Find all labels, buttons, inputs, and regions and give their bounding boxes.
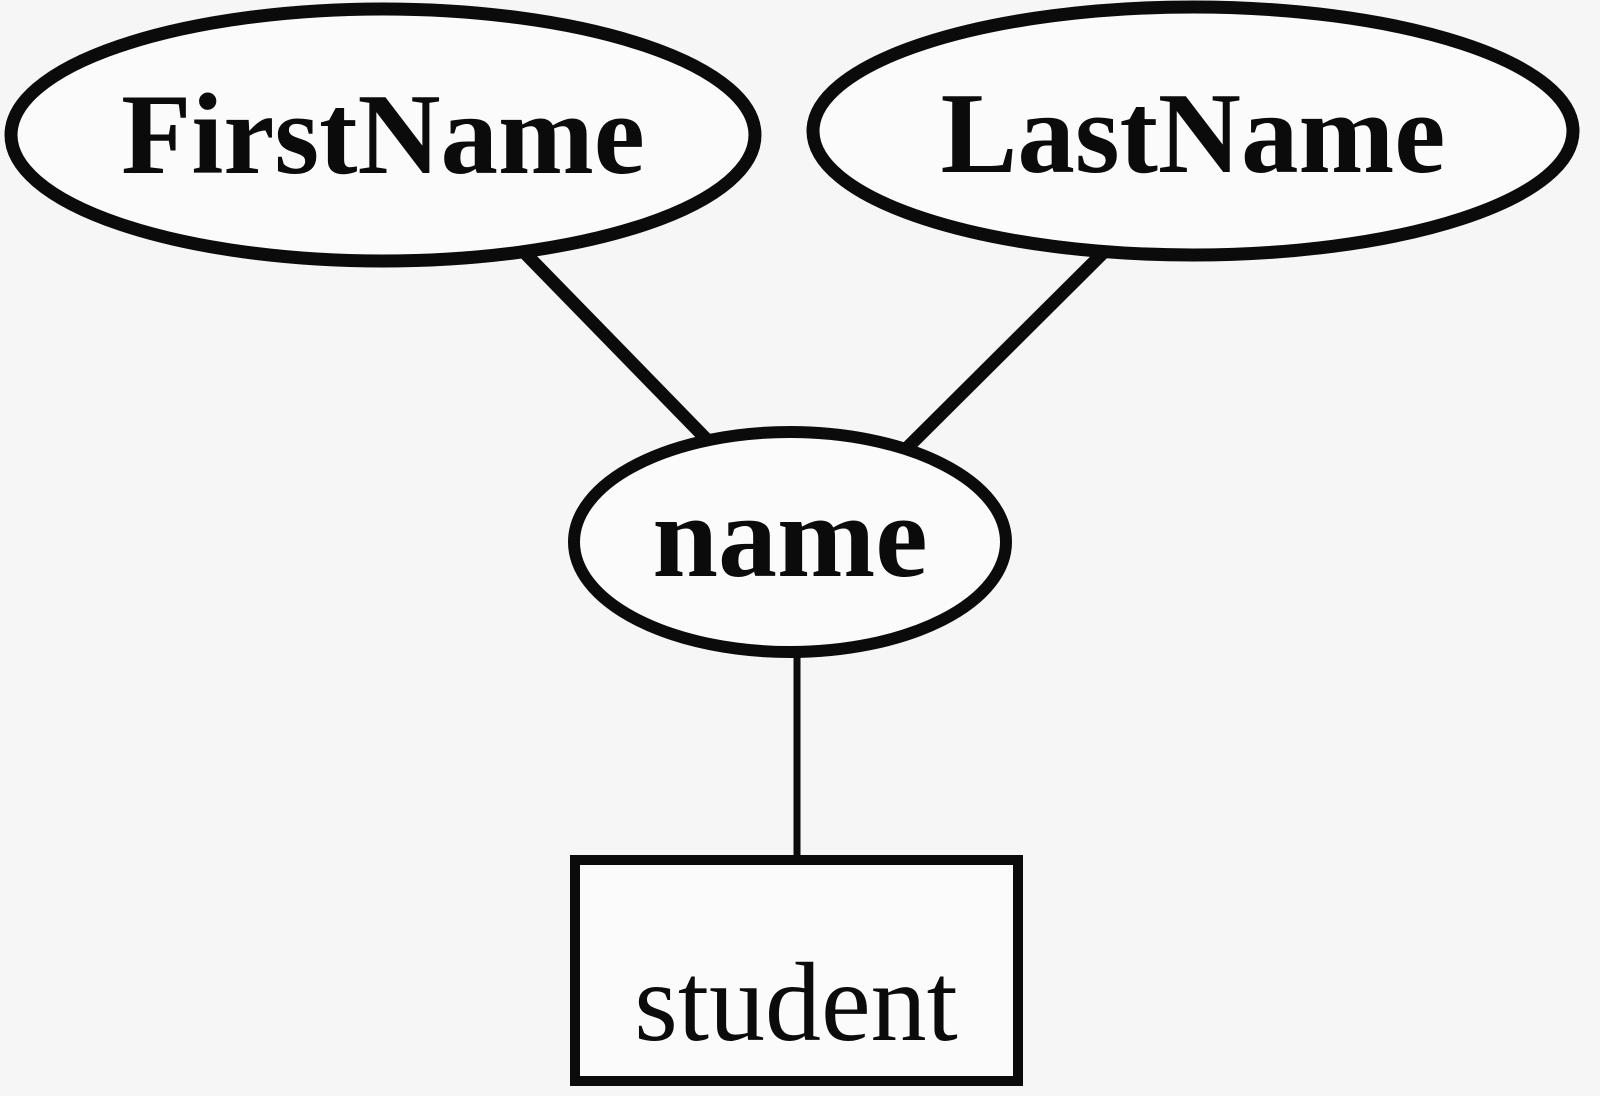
attribute-label-name: name <box>652 471 927 602</box>
attribute-ellipse-name <box>568 426 1012 658</box>
edge-lastname-to-name <box>900 241 1115 455</box>
attribute-ellipse-lastname <box>806 0 1580 262</box>
edge-firstname-to-name <box>515 243 720 453</box>
entity-rect-student <box>570 855 1023 1086</box>
attribute-ellipse-firstname <box>4 2 762 268</box>
attribute-label-firstname: FirstName <box>121 71 645 198</box>
entity-label-student: student <box>634 941 958 1065</box>
attribute-label-lastname: LastName <box>941 70 1446 197</box>
